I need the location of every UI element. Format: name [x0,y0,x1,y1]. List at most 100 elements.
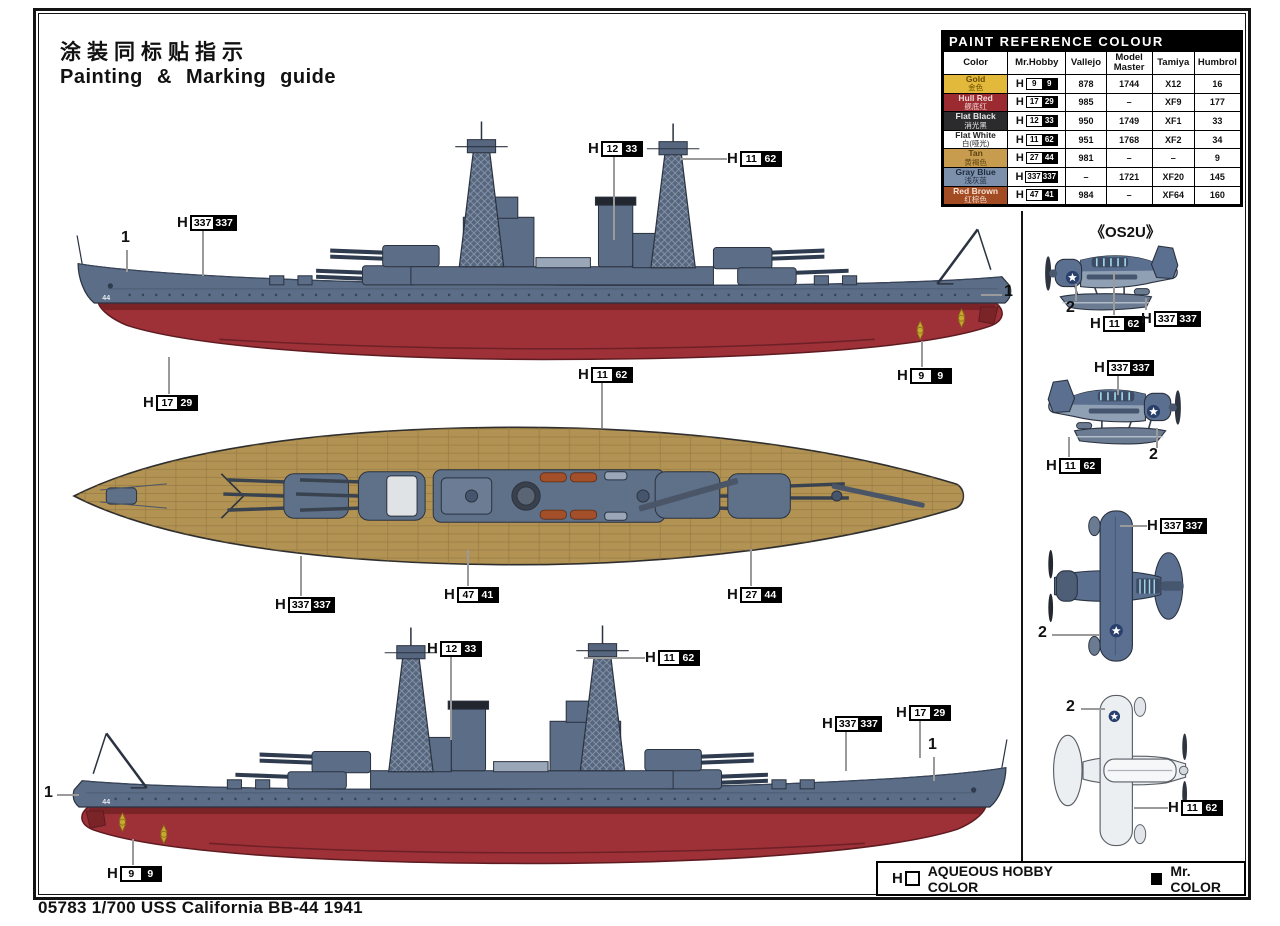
paint-table-column-header: Humbrol [1193,51,1242,75]
tamiya-cell: – [1151,148,1195,168]
model-master-cell: – [1105,92,1153,113]
part-number-label: 2 [1066,698,1075,715]
vertical-divider [1021,211,1023,862]
tamiya-cell: XF64 [1151,185,1195,206]
humbrol-cell: 160 [1193,185,1242,206]
tamiya-cell: XF2 [1151,129,1195,150]
star-insignia [1109,624,1123,638]
kit-caption: 05783 1/700 USS California BB-44 1941 [38,898,363,917]
leader-line [933,757,935,781]
leader-line [1117,375,1119,395]
tamiya-cell: X12 [1151,74,1195,94]
humbrol-cell: 9 [1193,148,1242,168]
paint-table-column-header: Vallejo [1065,51,1107,75]
part-number-label: 1 [928,736,937,753]
color-system-legend: H AQUEOUS HOBBY COLOR Mr. COLOR [876,861,1246,896]
aircraft-top-view [1048,510,1184,662]
leader-line [1134,807,1168,809]
leader-line [1145,298,1147,310]
title-block: 涂装同标贴指示 Painting & Marking guide [60,40,336,89]
part-number-label: 1 [1004,283,1013,300]
vallejo-cell: – [1065,166,1107,187]
leader-line [584,657,645,659]
model-master-cell: – [1105,185,1153,206]
part-number-label: 2 [1038,624,1047,641]
vallejo-cell: 951 [1065,129,1107,150]
leader-line [601,382,603,428]
model-master-cell: – [1105,148,1153,168]
part-number-label: 2 [1066,299,1075,316]
leader-line [750,549,752,586]
part-number-label: 1 [44,784,53,801]
humbrol-cell: 16 [1193,74,1242,94]
tamiya-cell: XF9 [1151,92,1195,113]
vallejo-cell: 985 [1065,92,1107,113]
part-number-label: 1 [121,229,130,246]
leader-line [1075,284,1077,301]
catapult [638,478,739,512]
humbrol-cell: 33 [1193,111,1242,131]
aqueous-label: AQUEOUS HOBBY COLOR [927,862,1053,895]
tailplane [1052,734,1083,807]
aircraft-section-title: 《OS2U》 [1090,224,1161,241]
leader-line [57,794,79,796]
model-master-cell: 1744 [1105,74,1153,94]
leader-line [467,550,469,586]
model-master-cell: 1749 [1105,111,1153,131]
leader-line [845,731,847,771]
tamiya-cell: XF20 [1151,166,1195,187]
paint-table-column-header: Model Master [1105,51,1153,75]
humbrol-cell: 177 [1193,92,1242,113]
leader-line [450,656,452,740]
sheet-border-frame [33,8,1251,900]
leader-line [132,839,134,865]
vallejo-cell: 950 [1065,111,1107,131]
ships-boats [539,472,598,520]
leader-line [1052,634,1100,636]
leader-line [1081,708,1105,710]
vallejo-cell: 984 [1065,185,1107,206]
tamiya-cell: XF1 [1151,111,1195,131]
leader-line [680,158,727,160]
leader-line [300,556,302,596]
leader-line [1120,525,1147,527]
page-title-chinese: 涂装同标贴指示 [60,41,249,64]
leader-line [981,294,1002,296]
humbrol-cell: 145 [1193,166,1242,187]
plan-turret-4 [727,473,791,519]
star-insignia [1108,710,1121,723]
humbrol-cell: 34 [1193,129,1242,150]
leader-line [1156,428,1158,448]
leader-line [126,250,128,272]
aqueous-swatch-box-icon [904,871,920,886]
model-master-cell: 1721 [1105,166,1153,187]
ship-plan-view [72,426,965,566]
